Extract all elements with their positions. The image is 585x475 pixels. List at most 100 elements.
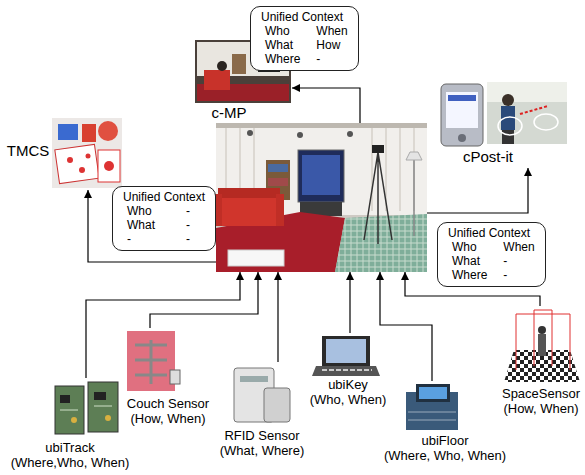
cpost-it-photo-part	[441, 84, 483, 146]
context-cell: Who	[265, 24, 300, 38]
node-label: c-MP	[194, 104, 264, 121]
tmcs-photo-part	[55, 144, 99, 183]
room-picture	[216, 123, 427, 272]
connector-arrow	[292, 88, 360, 123]
context-kinds: (How, When)	[500, 401, 582, 416]
context-cell: What	[127, 218, 170, 232]
context-cell: Where	[265, 52, 300, 66]
room-photo-part	[297, 132, 303, 138]
connector-arrow	[380, 272, 432, 381]
connector-arrow	[86, 272, 240, 378]
couch-sensor-picture	[127, 331, 180, 391]
connector-arrow	[277, 272, 278, 362]
context-cell: Where	[452, 268, 487, 282]
ubitrack-picture-part	[94, 392, 106, 400]
room-photo-part	[228, 250, 284, 266]
cpost-it-photo-part	[498, 117, 522, 135]
c-mp-photo-part	[204, 70, 230, 90]
room-photo-part	[247, 130, 253, 136]
context-cell: -	[503, 268, 534, 282]
space-sensor-picture-part	[516, 310, 570, 370]
tmcs-photo-part	[98, 150, 120, 182]
context-box: Unified ContextWhoWhenWhat-Where-	[437, 222, 546, 287]
ubifloor-picture-part	[408, 412, 456, 420]
cpost-it-photo-part	[458, 134, 466, 142]
ubikey-picture-part	[312, 366, 380, 376]
context-cell: Who	[127, 204, 170, 218]
cpost-it-photo-part	[502, 130, 514, 144]
room-photo-part	[302, 155, 340, 195]
room-photo-part	[216, 123, 427, 128]
rfid-sensor-picture-part	[240, 376, 268, 382]
couch-sensor-picture-part	[127, 331, 175, 391]
tmcs-photo-part	[98, 121, 118, 141]
node-label: TMCS	[4, 142, 52, 159]
room-photo-part	[335, 214, 427, 272]
room-photo-part	[364, 152, 392, 244]
room-photo-part	[406, 152, 422, 160]
room-photo-part	[413, 160, 415, 236]
ubikey-picture	[312, 336, 380, 376]
room-photo-part	[276, 194, 284, 226]
context-box: Unified ContextWhoWhenWhatHowWhere-	[250, 6, 359, 71]
ubitrack-picture	[55, 382, 118, 434]
node-label: ubiFloor	[384, 433, 506, 448]
cpost-it-photo-part	[487, 82, 567, 144]
sensor-picture: ubiKey(Who, When)	[306, 333, 390, 407]
context-box: Unified ContextWho-What---	[112, 186, 216, 251]
connector-arrow	[150, 272, 258, 328]
space-sensor-picture-part	[538, 334, 546, 356]
tmcs-photo-part	[82, 124, 96, 142]
context-cell: -	[186, 204, 205, 218]
context-heading: Unified Context	[261, 10, 348, 24]
tmcs-photo-part	[52, 118, 122, 188]
tmcs-photo-part	[86, 154, 91, 159]
room-photo-part	[268, 164, 288, 172]
context-heading: Unified Context	[123, 190, 205, 204]
sensor-picture: ubiTrack(Where,Who, When)	[2, 378, 138, 472]
tmcs-photo	[52, 118, 122, 188]
cpost-it-photo-part	[534, 114, 558, 130]
context-cell: -	[127, 232, 170, 246]
context-kinds: (Who, When)	[306, 392, 390, 407]
sensor-picture: ubiFloor(Where, Who, When)	[384, 381, 506, 471]
ubifloor-picture-part	[419, 387, 447, 399]
context-cell: What	[265, 38, 300, 52]
ubitrack-picture-part	[60, 406, 112, 410]
connector-arrow	[427, 168, 528, 213]
cpost-it-photo-part	[448, 95, 476, 101]
context-kinds: (Where, Who, When)	[384, 448, 506, 463]
application-picture: cPost-it	[440, 82, 568, 168]
context-cell: How	[316, 38, 347, 52]
ubitrack-picture-part	[71, 417, 77, 423]
ubifloor-picture-part	[416, 384, 450, 402]
context-cell: When	[503, 240, 534, 254]
ubikey-picture-part	[326, 339, 366, 363]
context-cell: -	[186, 232, 205, 246]
room-photo-part	[216, 123, 427, 272]
context-cell: -	[186, 218, 205, 232]
room-photo-part	[268, 178, 288, 186]
node-label: SpaceSensor	[500, 386, 582, 401]
connector-arrow	[349, 272, 350, 333]
node-label: RFID Sensor	[212, 428, 312, 443]
context-cell: What	[452, 254, 487, 268]
node-label: cPost-it	[440, 148, 536, 165]
context-heading: Unified Context	[448, 226, 535, 240]
context-table: WhoWhenWhat-Where-	[452, 240, 535, 282]
cpost-it-photo	[441, 82, 567, 146]
couch-sensor-picture-part	[170, 370, 180, 384]
tmcs-photo-part	[104, 161, 114, 171]
room-photo-part	[372, 145, 384, 153]
room-photo-part	[218, 198, 280, 226]
context-table: WhoWhenWhatHowWhere-	[265, 24, 348, 66]
tmcs-photo-part	[67, 157, 73, 163]
tmcs-photo-part	[58, 124, 78, 140]
context-kinds: (Where,Who, When)	[2, 455, 138, 470]
room-photo	[214, 123, 427, 272]
cpost-it-photo-part	[487, 82, 567, 102]
ubifloor-picture	[406, 384, 458, 430]
context-kinds: (What, Where)	[212, 443, 312, 458]
ubitrack-picture-part	[105, 415, 111, 421]
